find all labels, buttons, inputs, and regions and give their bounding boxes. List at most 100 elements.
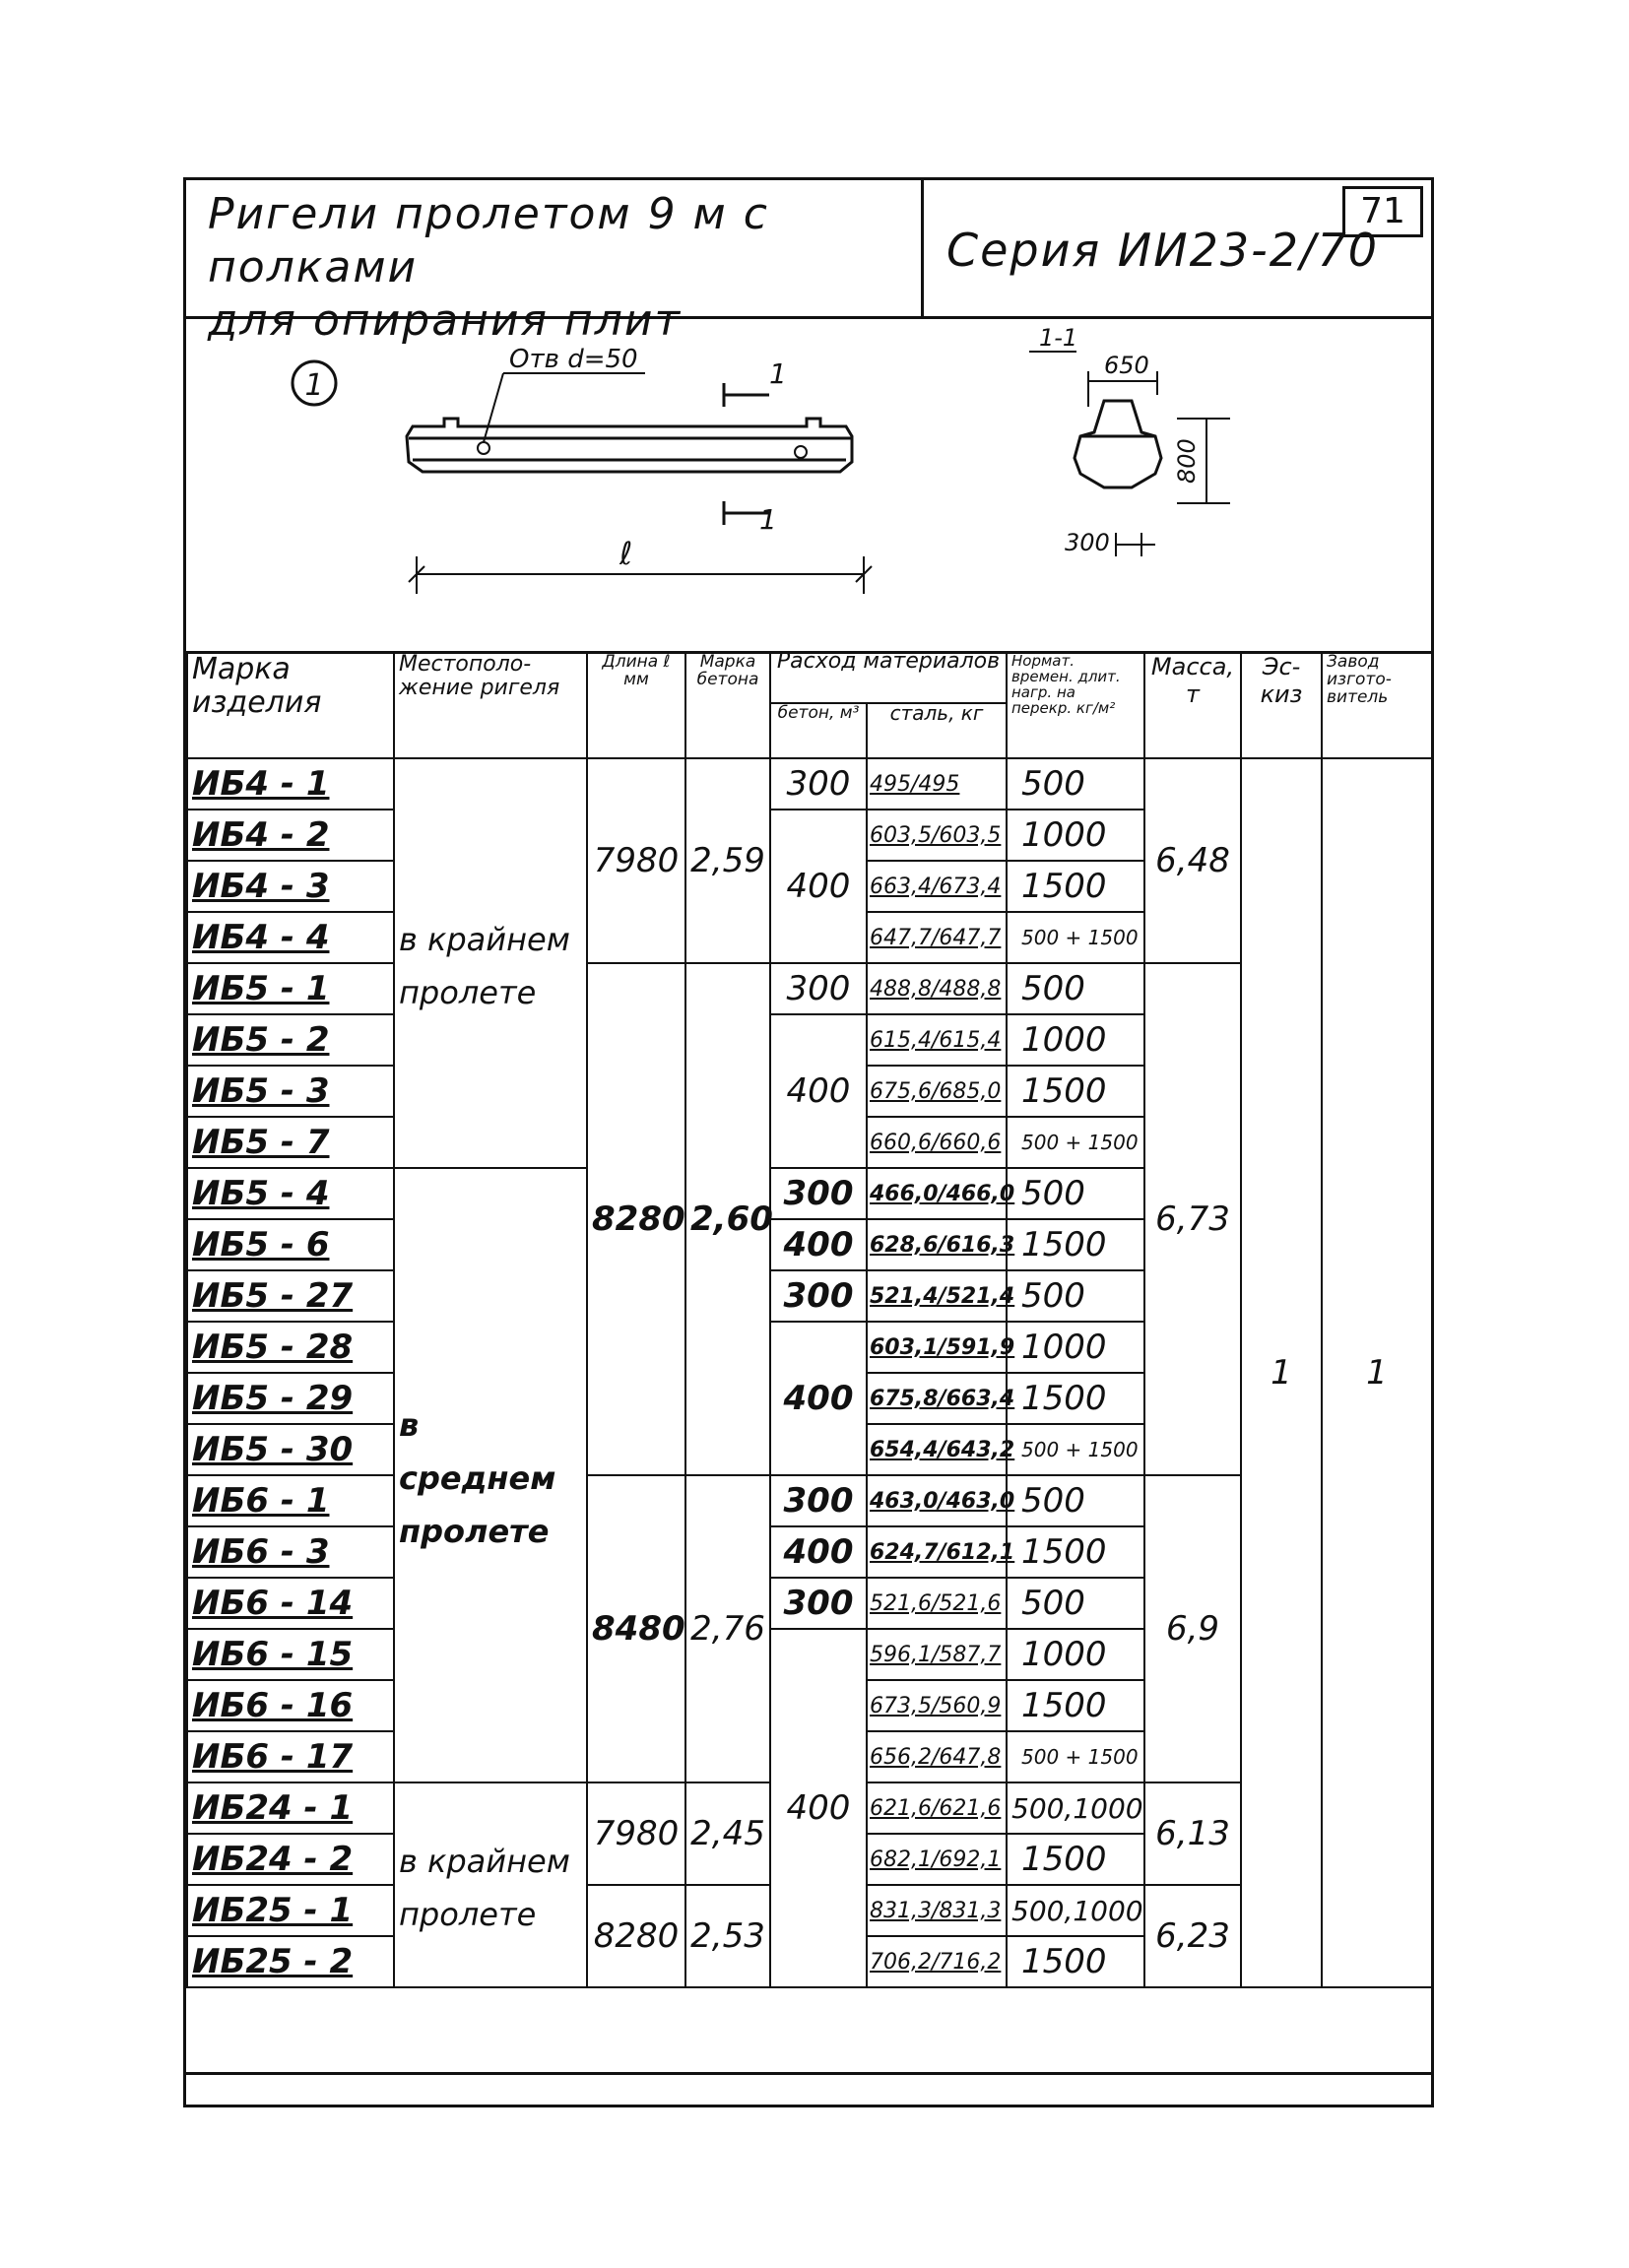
- row-mark: ИБ6 - 14: [186, 1577, 395, 1630]
- row-load: 500 + 1500: [1006, 1730, 1145, 1783]
- row-mark: ИБ5 - 1: [186, 962, 395, 1015]
- grade-group-2: 2,60: [684, 962, 773, 1476]
- header-location: Местополо-жение ригеля: [393, 651, 588, 759]
- row-mark: ИБ6 - 15: [186, 1628, 395, 1681]
- table-row: ИБ6 - 3 400 624,7/612,1 1500: [186, 1525, 1432, 1579]
- row-load: 500 + 1500: [1006, 911, 1145, 964]
- concrete-volume: 400: [769, 1628, 868, 1988]
- row-mark: ИБ24 - 1: [186, 1782, 395, 1835]
- row-load: 1500: [1006, 1372, 1145, 1425]
- table-row: ИБ5 - 4 в среднем пролете 300 466,0/466,…: [186, 1167, 1432, 1783]
- table-row: ИБ6 - 14 300 521,6/521,6 500: [186, 1577, 1432, 1630]
- table-row: ИБ4 - 4 647,7/647,7 500 + 1500: [186, 911, 1432, 964]
- row-steel: 521,6/521,6: [866, 1577, 1008, 1630]
- concrete-volume: 400: [769, 1218, 868, 1271]
- header-load: Нормат. времен. длит. нагр. на перекр. к…: [1006, 651, 1145, 759]
- grade-group-1: 2,59: [684, 757, 771, 964]
- row-steel: 603,5/603,5: [866, 809, 1008, 862]
- section-marks: [722, 383, 769, 525]
- header-concrete-grade: Марка бетона: [684, 651, 771, 759]
- table-row: ИБ5 - 28 400 603,1/591,9 1000: [186, 1321, 1432, 1476]
- row-mark: ИБ6 - 16: [186, 1679, 395, 1732]
- table-row: ИБ5 - 29 675,8/663,4 1500: [186, 1372, 1432, 1425]
- concrete-volume: 400: [769, 809, 868, 964]
- concrete-volume: 300: [769, 1577, 868, 1630]
- cross-section: [1073, 399, 1163, 489]
- table-row: ИБ6 - 15 400 596,1/587,7 1000: [186, 1628, 1432, 1988]
- row-steel: 621,6/621,6: [866, 1782, 1008, 1835]
- row-mark: ИБ25 - 2: [186, 1935, 395, 1988]
- table-row: ИБ5 - 30 654,4/643,2 500 + 1500: [186, 1423, 1432, 1476]
- row-mark: ИБ4 - 2: [186, 809, 395, 862]
- plant-value: 1: [1321, 757, 1433, 1988]
- row-load: 1500: [1006, 1833, 1145, 1886]
- row-mark: ИБ5 - 28: [186, 1321, 395, 1374]
- row-load: 1000: [1006, 1321, 1145, 1374]
- row-steel: 675,6/685,0: [866, 1065, 1008, 1118]
- length-group-5: 8280: [586, 1884, 686, 1988]
- row-steel: 521,4/521,4: [866, 1269, 1014, 1323]
- row-mark: ИБ5 - 27: [186, 1269, 395, 1323]
- section-mark-bottom: 1: [759, 503, 777, 536]
- mass-group-4: 6,13: [1143, 1782, 1242, 1886]
- header-length: Длина ℓ мм: [586, 651, 686, 759]
- row-mark: ИБ5 - 29: [186, 1372, 395, 1425]
- row-mark: ИБ6 - 1: [186, 1474, 395, 1527]
- row-load: 500,1000: [1006, 1782, 1145, 1835]
- lifting-hole-right: [794, 445, 808, 459]
- row-load: 1500: [1006, 1065, 1145, 1118]
- table-row: ИБ24 - 2 682,1/692,1 1500: [186, 1833, 1432, 1886]
- row-steel: 663,4/673,4: [866, 860, 1008, 913]
- dim-top-width: 650: [1104, 352, 1149, 379]
- title-block: Ригели пролетом 9 м с полками для опиран…: [186, 180, 1431, 346]
- hole-leader: [483, 372, 504, 443]
- table-row: ИБ6 - 1 8480 2,76 300 463,0/463,0 500 6,…: [186, 1474, 1432, 1783]
- table-row: ИБ5 - 7 660,6/660,6 500 + 1500: [186, 1116, 1432, 1169]
- row-mark: ИБ5 - 2: [186, 1013, 395, 1067]
- header-plant: Завод изгото-витель: [1321, 651, 1433, 759]
- row-load: 1000: [1006, 1013, 1145, 1067]
- hole-label: Отв d=50: [509, 345, 638, 374]
- row-load: 1500: [1006, 860, 1145, 913]
- concrete-volume: 300: [769, 1167, 868, 1220]
- sketch-drawing: 1 Отв d=50 1 1: [186, 316, 1431, 654]
- location-middle-span: в среднем пролете: [393, 1167, 588, 1783]
- mass-group-3: 6,9: [1143, 1474, 1242, 1783]
- row-mark: ИБ24 - 2: [186, 1833, 395, 1886]
- section-title: 1-1: [1039, 324, 1077, 352]
- length-group-1: 7980: [586, 757, 686, 964]
- table-row: ИБ4 - 1 в крайнем пролете 7980 2,59 300 …: [186, 757, 1433, 1988]
- row-steel: 706,2/716,2: [866, 1935, 1008, 1988]
- beam-elevation: [405, 417, 854, 474]
- concrete-volume: 300: [769, 1474, 868, 1527]
- concrete-volume: 300: [769, 962, 868, 1015]
- row-steel: 675,8/663,4: [866, 1372, 1014, 1425]
- row-steel: 603,1/591,9: [866, 1321, 1014, 1374]
- header-concrete-volume: бетон, м³: [769, 702, 868, 759]
- page-number: 71: [1342, 186, 1423, 237]
- row-steel: 682,1/692,1: [866, 1833, 1008, 1886]
- section-mark-top: 1: [769, 357, 787, 390]
- row-load: 500 + 1500: [1006, 1423, 1145, 1476]
- row-steel: 628,6/616,3: [866, 1218, 1014, 1271]
- row-load: 1500: [1006, 1935, 1145, 1988]
- row-load: 500: [1006, 1269, 1145, 1323]
- table-row: ИБ25 - 2 706,2/716,2 1500: [186, 1935, 1432, 1988]
- table-row: ИБ24 - 1 в крайнем пролете 7980 2,45 621…: [186, 1782, 1432, 1988]
- row-steel: 596,1/587,7: [866, 1628, 1008, 1681]
- bottom-strip: [186, 2072, 1431, 2105]
- concrete-volume: 400: [769, 1321, 868, 1476]
- sketch-value: 1: [1240, 757, 1323, 1988]
- row-steel: 466,0/466,0: [866, 1167, 1014, 1220]
- mass-group-2: 6,73: [1143, 962, 1242, 1476]
- length-group-3: 8480: [586, 1474, 686, 1783]
- table-row: ИБ4 - 2 400 603,5/603,5 1000: [186, 809, 1432, 964]
- row-load: 1500: [1006, 1218, 1145, 1271]
- row-load: 500: [1006, 757, 1145, 810]
- table-row: ИБ5 - 6 400 628,6/616,3 1500: [186, 1218, 1432, 1271]
- row-steel: 615,4/615,4: [866, 1013, 1008, 1067]
- row-load: 500: [1006, 1474, 1145, 1527]
- length-label: ℓ: [619, 535, 632, 572]
- mass-group-1: 6,48: [1143, 757, 1242, 964]
- title-line-1: Ригели пролетом 9 м с полками: [208, 189, 769, 292]
